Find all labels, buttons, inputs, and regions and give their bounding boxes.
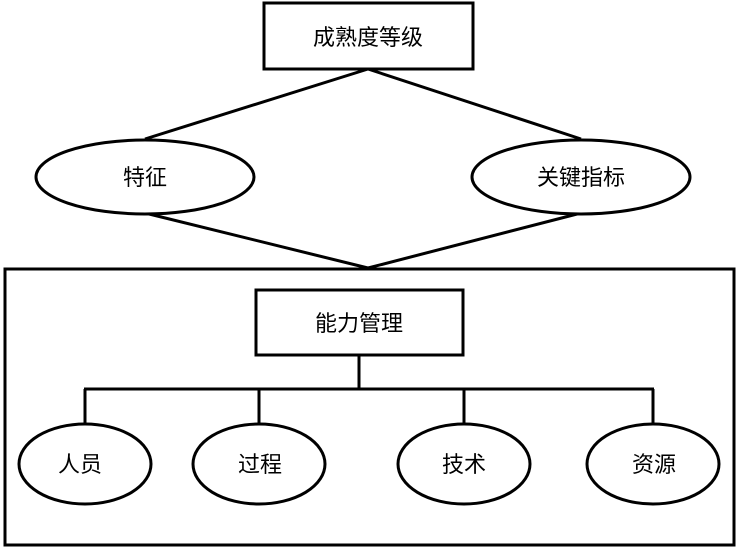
people-node-label: 人员 bbox=[58, 453, 102, 478]
process-node-label: 过程 bbox=[238, 453, 282, 478]
resources-node-ellipse bbox=[585, 422, 721, 506]
keyindicator-node-ellipse bbox=[470, 138, 692, 216]
edge-feature-group bbox=[144, 211, 369, 270]
feature-node-ellipse bbox=[34, 138, 256, 216]
technology-node-label: 技术 bbox=[442, 453, 486, 478]
root-node-box bbox=[262, 1, 475, 71]
people-node-ellipse bbox=[17, 422, 153, 506]
edge-root-feature bbox=[144, 67, 369, 141]
technology-node-ellipse bbox=[396, 422, 532, 506]
resources-node-label: 资源 bbox=[632, 453, 676, 478]
keyindicator-node-label: 关键指标 bbox=[537, 166, 625, 191]
edge-root-keyindicator bbox=[367, 67, 582, 141]
feature-node-label: 特征 bbox=[123, 166, 167, 191]
group-frame bbox=[3, 267, 736, 547]
process-node-ellipse bbox=[191, 422, 327, 506]
group-title-box bbox=[254, 288, 465, 357]
group-title-label: 能力管理 bbox=[315, 312, 403, 337]
root-node-label: 成熟度等级 bbox=[313, 26, 423, 51]
edge-keyindicator-group bbox=[367, 211, 582, 270]
